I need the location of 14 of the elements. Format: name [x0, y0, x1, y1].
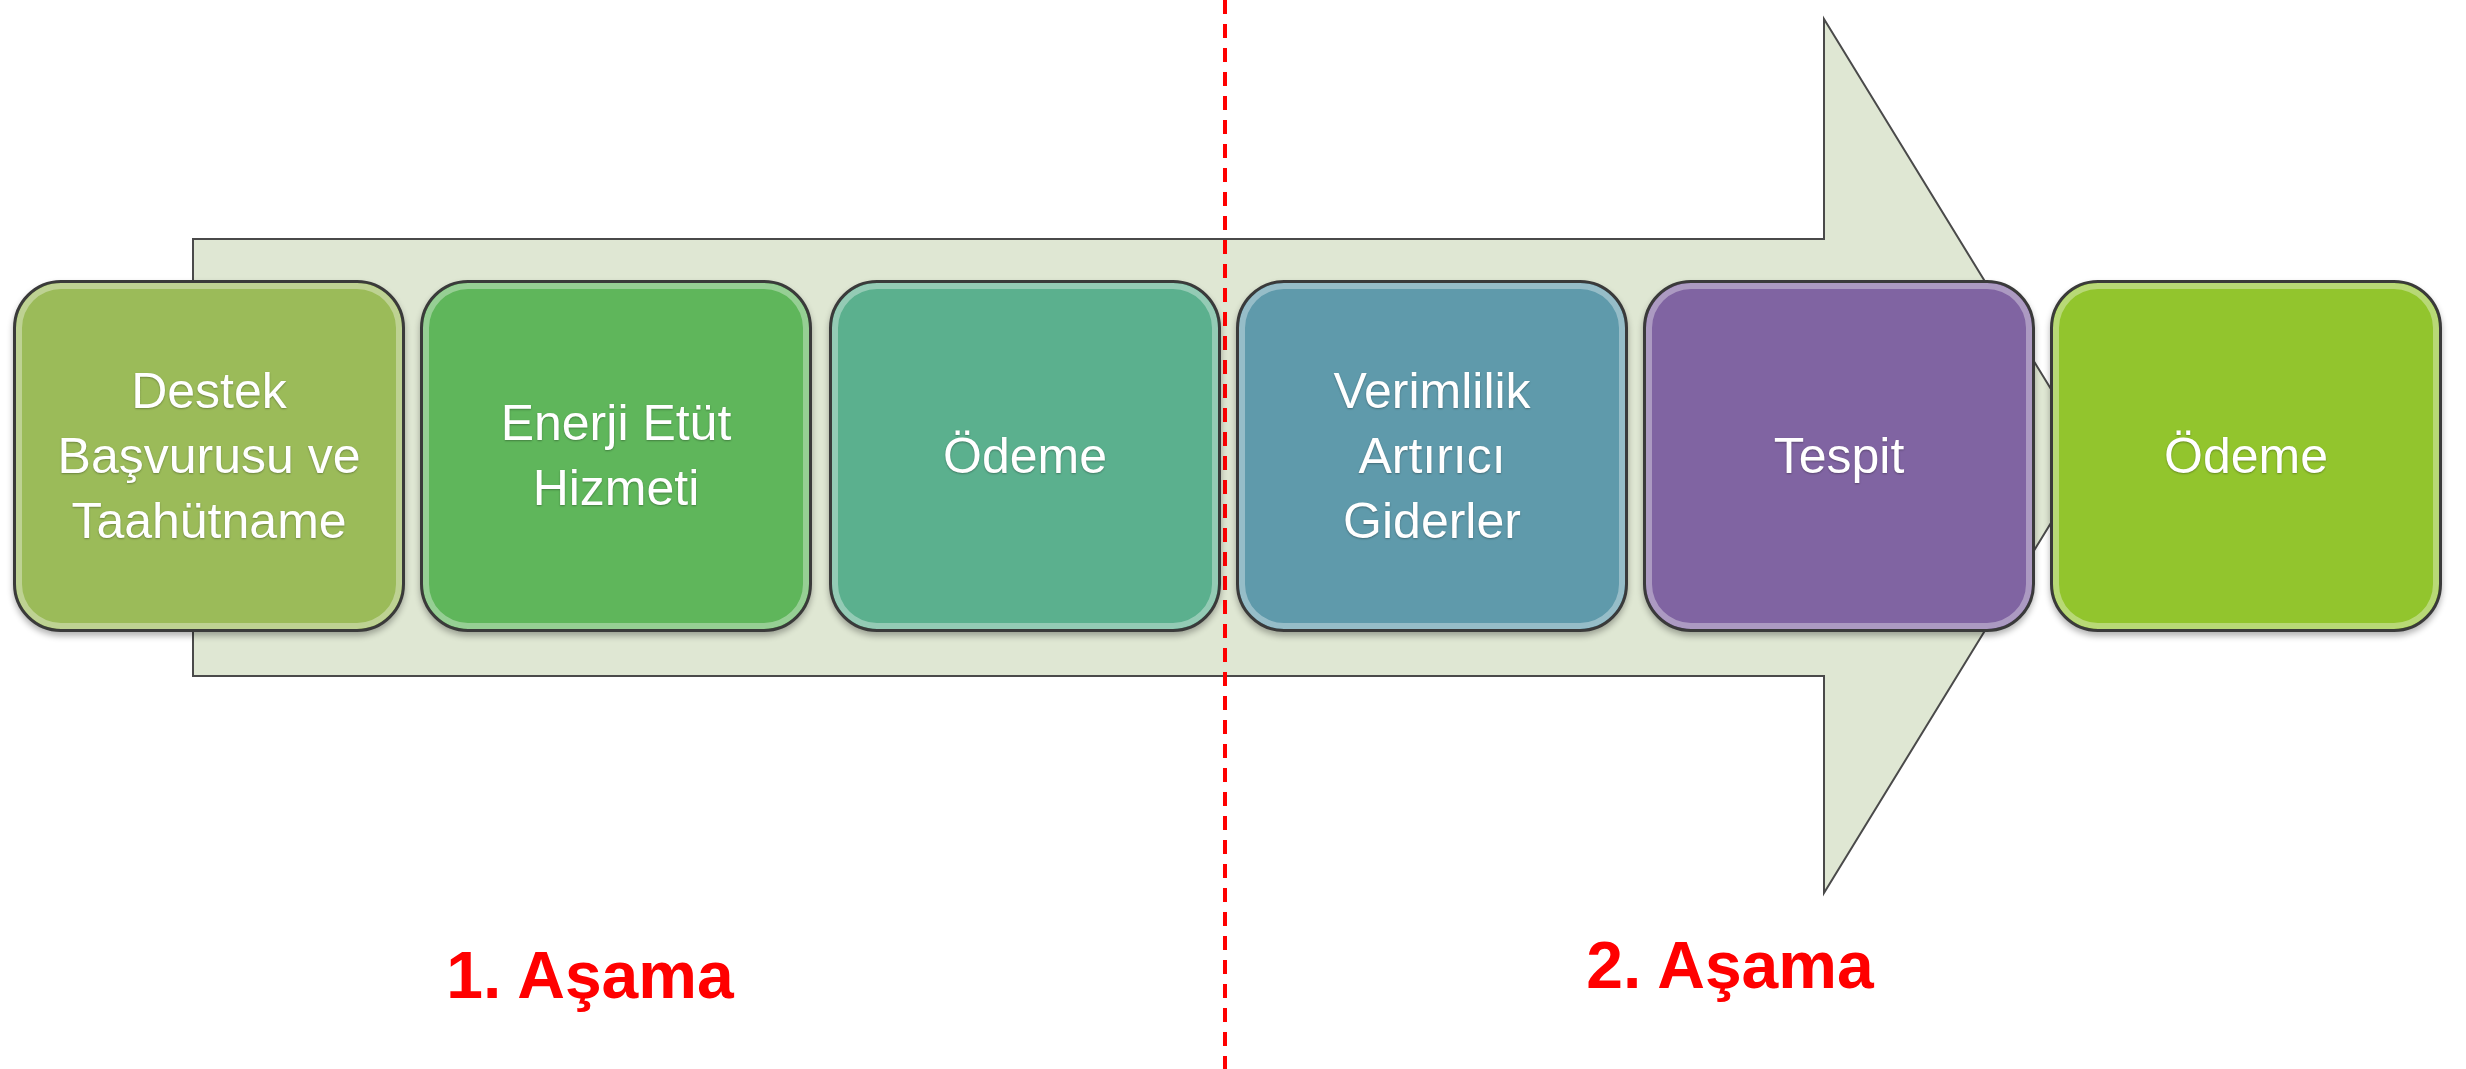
process-box [829, 280, 1221, 632]
step-text: Enerji Etüt Hizmeti [499, 394, 733, 518]
step-text: Ödeme [943, 426, 1107, 486]
process-box [13, 280, 405, 632]
step-text: Destek Başvurusu ve Taahütname [56, 361, 362, 551]
step-text: Tespit [1773, 426, 1905, 486]
process-box [1643, 280, 2035, 632]
process-box [2050, 280, 2442, 632]
step-text: Verimlilik Artırıcı Giderler [1332, 361, 1532, 551]
step-text: Ödeme [2164, 426, 2328, 486]
process-box [1236, 280, 1628, 632]
phase-label: 2. Aşama [1586, 927, 1874, 1003]
phase-label: 1. Aşama [446, 937, 734, 1013]
process-box [420, 280, 812, 632]
